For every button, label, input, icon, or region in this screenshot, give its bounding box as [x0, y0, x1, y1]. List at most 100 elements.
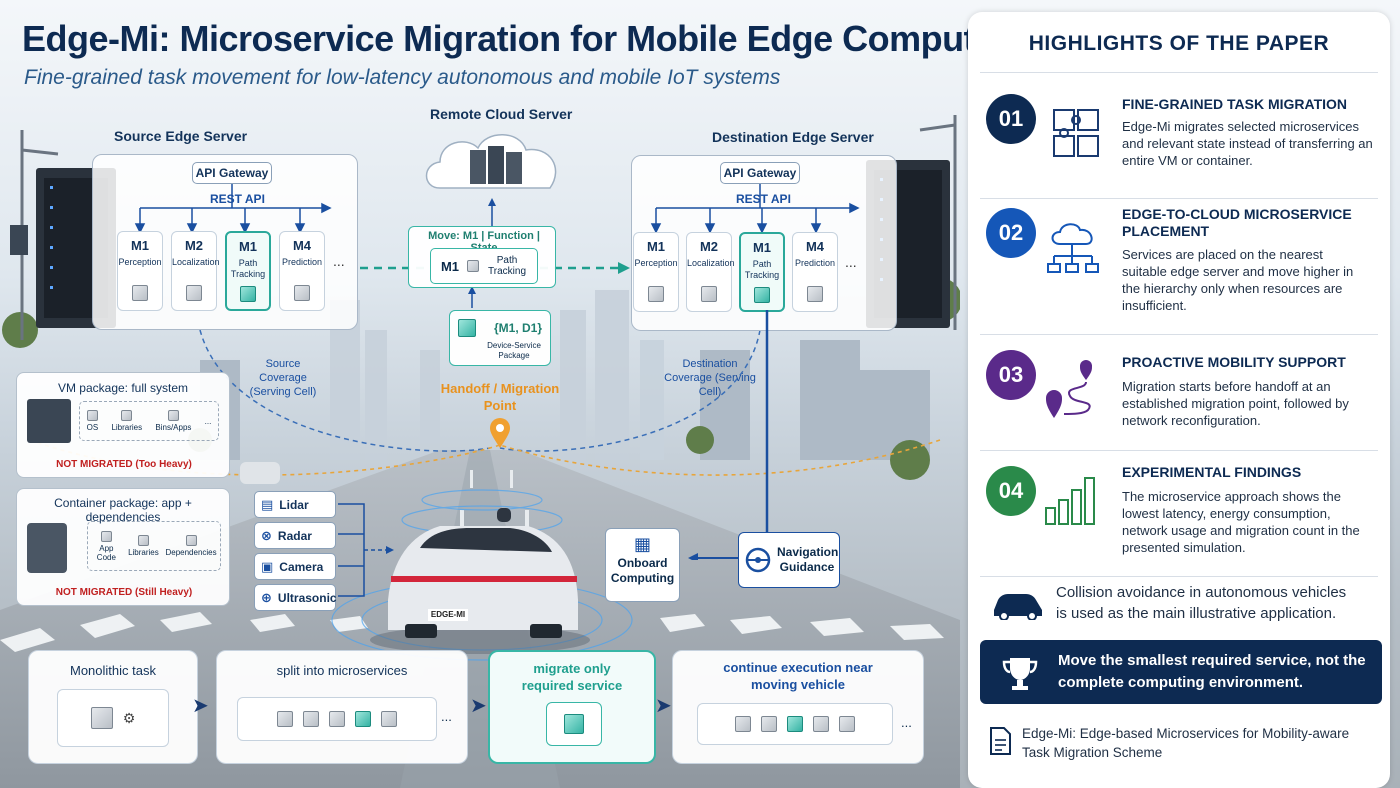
- package-name: Device-Service Package: [487, 341, 541, 360]
- source-api-connectors: [134, 184, 332, 234]
- sensor-list: ▤Lidar ⊗Radar ▣Camera ⊕Ultrasonic: [254, 491, 337, 611]
- flow-step-monolithic: Monolithic task ⚙: [28, 650, 198, 764]
- dest-api-connectors: [650, 184, 860, 234]
- divider: [980, 72, 1378, 73]
- continue-cubes: [697, 703, 893, 745]
- ms-id: M1: [752, 240, 772, 255]
- cube-icon: [240, 286, 256, 302]
- car-plate: EDGE-MI: [428, 609, 468, 621]
- ms-name: Prediction: [794, 258, 836, 268]
- navigation-label: Navigation Guidance: [777, 545, 839, 574]
- lidar-icon: ▤: [261, 496, 274, 512]
- ms-name: Perception: [118, 257, 162, 267]
- container-icon: [27, 523, 67, 573]
- paper-reference: Edge-Mi: Edge-based Microservices for Mo…: [1022, 726, 1350, 760]
- vm-item-libraries: Libraries: [111, 410, 142, 432]
- ms-name: Localization: [172, 257, 220, 267]
- more-dots: ...: [845, 254, 857, 270]
- flow-arrow-icon: ➤: [470, 695, 487, 717]
- ms-id: M2: [184, 238, 204, 253]
- vm-items: OS Libraries Bins/Apps ...: [79, 401, 219, 441]
- cloud-network-icon: [1047, 223, 1099, 273]
- ms-name: Path Tracking: [744, 259, 780, 280]
- package-box: {M1, D1} Device-Service Package: [449, 310, 551, 366]
- camera-icon: ▣: [261, 558, 274, 574]
- location-pin-icon: [490, 418, 510, 448]
- move-card-name: Path Tracking: [488, 255, 527, 277]
- ms-id: M1: [130, 238, 150, 253]
- vm-stack-icon: [27, 399, 71, 443]
- divider: [980, 334, 1378, 335]
- monolithic-task-icon: ⚙: [57, 689, 169, 747]
- page-subtitle: Fine-grained task movement for low-laten…: [24, 66, 781, 89]
- autonomous-car: [370, 508, 590, 654]
- dest-rest-api: REST API: [736, 192, 791, 206]
- document-icon: [990, 727, 1011, 755]
- key-message-banner: Move the smallest required service, not …: [980, 640, 1382, 704]
- ms-id: M1: [238, 239, 258, 254]
- container-items: App Code Libraries Dependencies: [87, 521, 221, 571]
- gear-icon: ⚙: [122, 709, 136, 726]
- tower-5g: [10, 225, 28, 255]
- collision-text: Collision avoidance in autonomous vehicl…: [1056, 584, 1347, 622]
- ultrasonic-icon: ⊕: [261, 589, 272, 605]
- highlight-02: 02 EDGE-TO-CLOUD MICROSERVICE PLACEMENT …: [968, 202, 1390, 332]
- container-item-app-code: App Code: [91, 530, 121, 562]
- flow-step-label: migrate only required service: [521, 661, 623, 693]
- handoff-label: Handoff / Migration Point: [440, 381, 560, 413]
- dest-coverage-label: Destination Coverage (Serving Cell): [664, 358, 756, 398]
- divider: [980, 576, 1378, 577]
- cube-icon: [294, 285, 310, 301]
- flow-arrow-icon: ➤: [655, 695, 672, 717]
- highlight-heading: FINE-GRAINED TASK MIGRATION: [1122, 96, 1348, 112]
- cube-icon: [807, 286, 823, 302]
- highlights-title: HIGHLIGHTS OF THE PAPER: [1028, 32, 1330, 55]
- flow-step-split: split into microservices ...: [216, 650, 468, 764]
- onboard-computing-box: ▦ Onboard Computing: [605, 528, 680, 602]
- highlight-body: The microservice approach shows the lowe…: [1122, 489, 1360, 555]
- divider: [980, 450, 1378, 451]
- ms-name: Prediction: [281, 257, 323, 267]
- highlight-number: 02: [986, 208, 1036, 258]
- more-dots: ...: [333, 253, 345, 269]
- ms-name: Path Tracking: [230, 258, 266, 279]
- cube-icon: [467, 260, 480, 272]
- highlight-number: 03: [986, 350, 1036, 400]
- vm-panel: VM package: full system OS Libraries Bin…: [16, 372, 230, 478]
- vm-item-bins: Bins/Apps: [155, 410, 191, 432]
- trophy-icon: [1002, 658, 1038, 690]
- package-cube-icon: [458, 319, 476, 337]
- ms-id: M2: [699, 239, 719, 254]
- container-item-dependencies: Dependencies: [165, 535, 217, 557]
- dest-server-label: Destination Edge Server: [712, 129, 874, 145]
- sensor-camera: ▣Camera: [254, 553, 336, 580]
- radar-icon: ⊗: [261, 527, 272, 543]
- cube-icon: [132, 285, 148, 301]
- bar-chart-icon: [1045, 477, 1095, 525]
- cube-icon: [186, 285, 202, 301]
- remote-cloud-label: Remote Cloud Server: [430, 106, 573, 122]
- highlight-body: Edge-Mi migrates selected microservices …: [1122, 119, 1373, 168]
- more-dots: ...: [204, 416, 212, 426]
- navigation-box: Navigation Guidance: [738, 532, 840, 588]
- route-pin-icon: [1046, 360, 1092, 418]
- ms-name: Perception: [634, 258, 678, 268]
- sensor-radar: ⊗Radar: [254, 522, 336, 549]
- sensor-connectors: [338, 503, 394, 597]
- split-cubes: [237, 697, 437, 741]
- container-status: NOT MIGRATED (Still Heavy): [55, 587, 193, 598]
- highlight-heading: EDGE-TO-CLOUD MICROSERVICE PLACEMENT: [1122, 206, 1352, 239]
- cube-icon: [754, 287, 770, 303]
- steering-wheel-icon: [745, 547, 771, 573]
- car-icon: [994, 594, 1042, 620]
- source-coverage-label: Source Coverage (Serving Cell): [249, 358, 317, 398]
- cube-icon: [701, 286, 717, 302]
